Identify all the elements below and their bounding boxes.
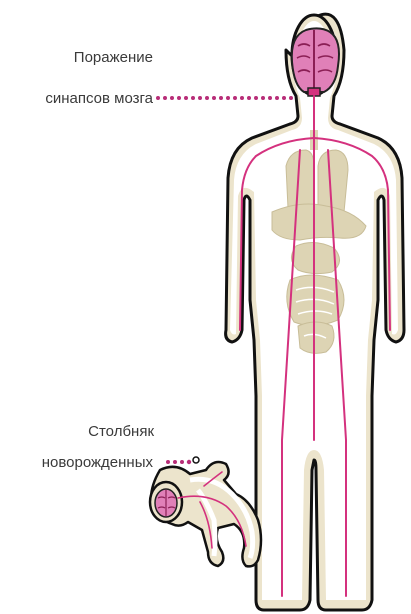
adult-brain bbox=[292, 28, 339, 96]
brain-leader-dots bbox=[156, 96, 315, 101]
tetanus-leader-dots bbox=[166, 460, 191, 464]
infant-brain bbox=[155, 489, 177, 517]
infant-figure bbox=[150, 457, 261, 566]
infant-ear-dot bbox=[193, 457, 199, 463]
